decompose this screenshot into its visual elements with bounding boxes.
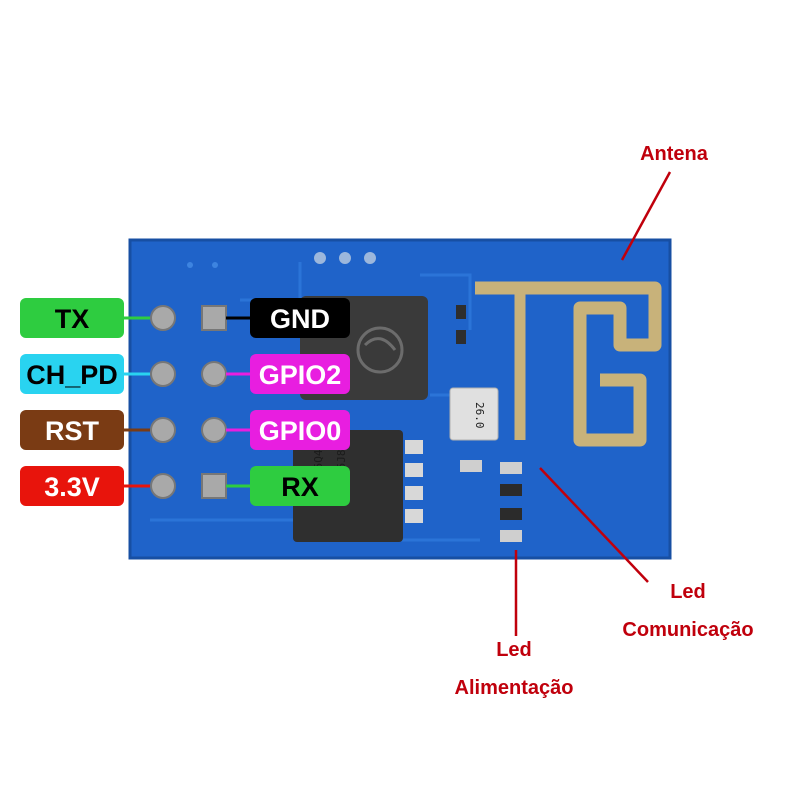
led-comm-label-1: Led <box>670 581 706 603</box>
pin-label-tx: TX <box>55 304 90 334</box>
annotations: Antena Led Comunicação Led Alimentação <box>455 143 754 699</box>
pin-label-gpio2: GPIO2 <box>259 360 342 390</box>
led-power-label-2: Alimentação <box>455 677 574 699</box>
pin-hole <box>201 417 227 443</box>
pin-label-3v3: 3.3V <box>44 472 100 502</box>
pin-hole <box>150 305 176 331</box>
antenna-trace <box>475 281 662 447</box>
pin-label-gpio2-box <box>250 354 350 394</box>
pin-label-rst: RST <box>45 416 100 446</box>
antenna-label: Antena <box>640 143 709 165</box>
pin-label-rx: RX <box>281 472 319 502</box>
antenna-pointer <box>620 171 672 261</box>
pin-label-rx-box <box>250 466 350 506</box>
pin-label-ch-pd: CH_PD <box>26 360 118 390</box>
pin-label-ch-pd-box <box>20 354 124 394</box>
smd-components <box>456 305 522 542</box>
pin-label-rst-box <box>20 410 124 450</box>
pin-hole <box>150 361 176 387</box>
pin-label-gnd-box <box>250 298 350 338</box>
pin-label-3v3-box <box>20 466 124 506</box>
led-comm-pointer <box>539 467 649 583</box>
pin-hole <box>150 473 176 499</box>
led-comm-label-2: Comunicação <box>622 619 753 641</box>
pin-label-gnd: GND <box>270 304 330 334</box>
pin-pad <box>201 473 227 499</box>
pin-pad <box>201 305 227 331</box>
pin-hole <box>150 417 176 443</box>
crystal-marking: 26.0 <box>473 402 486 429</box>
pin-label-gpio0-box <box>250 410 350 450</box>
pin-label-tx-box <box>20 298 124 338</box>
crystal: 26.0 <box>449 387 499 441</box>
pin-hole <box>201 361 227 387</box>
pin-labels-right: GND GPIO2 GPIO0 RX <box>226 298 350 506</box>
led-power-label-1: Led <box>496 639 532 661</box>
pin-labels-left: TX CH_PD RST 3.3V <box>20 298 150 506</box>
pin-label-gpio0: GPIO0 <box>259 416 342 446</box>
